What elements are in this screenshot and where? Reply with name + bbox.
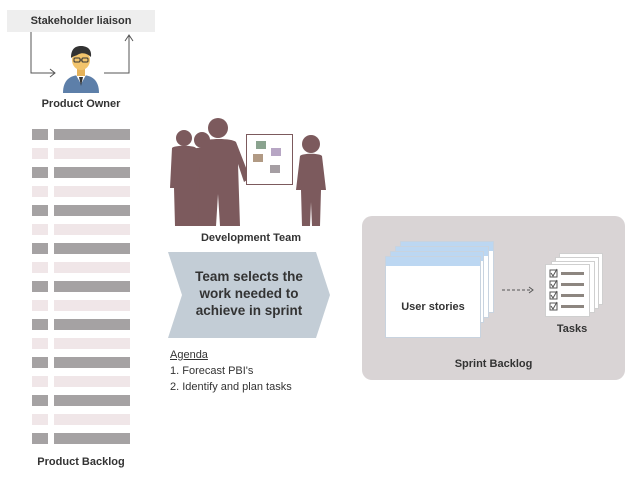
user-stories-label: User stories [401,301,465,313]
person-icon [63,46,99,93]
arrow-text-line: achieve in sprint [195,303,303,318]
dashed-arrow-icon [502,286,534,294]
arrow-text: Team selects the work needed to achieve … [184,268,314,319]
development-team-label: Development Team [200,232,302,244]
stakeholder-liaison-box: Stakeholder liaison [7,10,155,32]
agenda: Agenda 1. Forecast PBI's 2. Identify and… [170,347,292,395]
product-backlog-label: Product Backlog [37,456,125,468]
arrow-text-line: Team selects the [195,269,303,284]
product-owner-label: Product Owner [41,98,121,110]
team-silhouette-icon [170,118,326,226]
sprint-backlog-panel: User stories Tasks Sprint Backlog [362,216,625,380]
story-card-front: User stories [385,256,481,338]
agenda-item: 2. Identify and plan tasks [170,381,292,393]
agenda-item: 1. Forecast PBI's [170,365,254,377]
board-icon [246,134,293,185]
agenda-title: Agenda [170,349,208,361]
arrow-text-line: work needed to [199,286,299,301]
checklist-icon [545,264,590,317]
arrow-panel [168,252,330,338]
tasks-label: Tasks [556,323,588,335]
sprint-backlog-label: Sprint Backlog [454,358,533,370]
stakeholder-loop-arrows [30,32,134,78]
stakeholder-liaison-label: Stakeholder liaison [30,15,132,27]
